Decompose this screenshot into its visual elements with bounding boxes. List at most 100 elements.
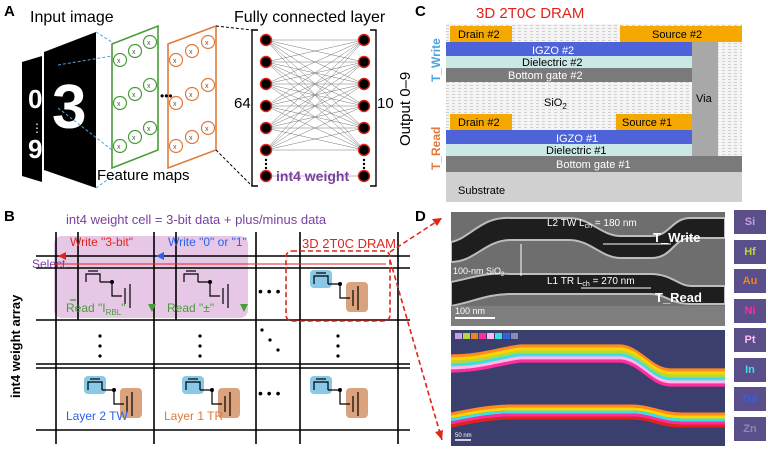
digit-9: 9 — [28, 134, 42, 164]
bottom-gate-2-label: Bottom gate #2 — [508, 70, 583, 82]
tem-scale-label: 100 nm — [455, 306, 485, 316]
fc-neuron — [357, 77, 371, 91]
write-01-label: Write "0" or "1" — [168, 235, 247, 249]
feature-node-label: x — [117, 58, 121, 65]
fc-layer-network — [251, 29, 377, 187]
dram-highlight-box — [285, 250, 391, 322]
read-rbl-label: Read "IRBL" — [66, 301, 125, 317]
t-read-label: T_Read — [655, 290, 702, 305]
eds-mini-swatch — [487, 333, 494, 339]
feature-node — [184, 43, 200, 59]
row-dots-1: • • • — [258, 283, 281, 299]
feature-node-label: x — [147, 40, 151, 47]
fc-neuron — [259, 77, 273, 91]
panel-label-d: D — [415, 208, 426, 225]
sio2-thickness-label: 100-nm SiO2 — [453, 266, 505, 278]
via — [692, 42, 718, 156]
feature-node-label: x — [147, 126, 151, 133]
input-image-0 — [22, 56, 42, 182]
fc-layer-label: Fully connected layer — [234, 9, 386, 26]
write-transistor — [313, 381, 329, 390]
input-image-3 — [44, 32, 96, 188]
feature-node — [200, 77, 216, 93]
feature-node-label: x — [132, 135, 136, 142]
source-1-label: Source #1 — [622, 117, 672, 129]
feature-node — [168, 52, 184, 68]
element-tile-si: Si — [734, 210, 766, 234]
bottom-gate-1 — [446, 156, 742, 172]
via-label: Via — [696, 93, 713, 105]
feature-node — [127, 86, 143, 102]
dram-label: 3D 2T0C DRAM — [302, 236, 396, 251]
sio2-label: SiO2 — [544, 97, 567, 111]
panel-label-b: B — [4, 208, 15, 225]
eds-mini-swatch — [455, 333, 462, 339]
source-2-label: Source #2 — [652, 29, 702, 41]
tw-transistor-box — [84, 376, 106, 394]
array-cells — [58, 252, 368, 418]
eds-mini-swatch — [463, 333, 470, 339]
tem-image: L2 TW Lch = 180 nm T_Write 100-nm SiO2 L… — [451, 212, 725, 326]
int4-weight-label: int4 weight — [276, 168, 349, 184]
substrate-label: Substrate — [458, 185, 505, 197]
feature-node — [127, 129, 143, 145]
igzo-1-label: IGZO #1 — [556, 133, 598, 145]
bottom-gate-1-label: Bottom gate #1 — [556, 159, 631, 171]
fc-neuron — [259, 33, 273, 47]
fc-neuron — [357, 143, 371, 157]
output-count: 10 — [377, 95, 394, 112]
source-1 — [616, 114, 692, 130]
igzo-2 — [446, 42, 692, 56]
tw-transistor-box — [182, 376, 204, 394]
element-tile-pt: Pt — [734, 328, 766, 352]
eds-mini-swatch — [471, 333, 478, 339]
feature-node-label: x — [117, 144, 121, 151]
source-2 — [620, 26, 742, 42]
weight-cell-title: int4 weight cell = 3-bit data + plus/min… — [66, 212, 327, 227]
element-tile-hf: Hf — [734, 239, 766, 264]
feature-node-label: x — [173, 58, 177, 65]
feature-node — [112, 138, 128, 154]
l2-label: L2 TW Lch = 180 nm — [547, 218, 637, 230]
feature-node-label: x — [205, 40, 209, 47]
input-dots: ⋮ — [31, 121, 43, 135]
fc-neuron — [357, 33, 371, 47]
panel-label-a: A — [4, 3, 15, 20]
array-grid — [36, 232, 410, 444]
fc-neuron — [357, 99, 371, 113]
feature-node-label: x — [117, 101, 121, 108]
element-tile-ni: Ni — [734, 298, 766, 323]
feature-node — [142, 77, 158, 93]
panel-b-diagram: int4 weight cell = 3-bit data + plus/min… — [8, 212, 410, 444]
zoom-arrows — [389, 217, 443, 441]
element-tile-zn: Zn — [734, 416, 766, 441]
fc-neuron — [259, 143, 273, 157]
dram-title: 3D 2T0C DRAM — [476, 5, 584, 22]
write-transistor — [313, 275, 329, 284]
igzo-1 — [446, 130, 692, 144]
fc-neuron — [259, 55, 273, 69]
element-tile-in: In — [734, 357, 766, 382]
drain-1-label: Drain #2 — [458, 117, 500, 129]
feature-node-label: x — [205, 83, 209, 90]
eds-mini-swatch — [503, 333, 510, 339]
input-image-label: Input image — [30, 9, 114, 26]
write-transistor — [87, 381, 103, 390]
feature-node-label: x — [205, 126, 209, 133]
eds-map: 50 nm — [451, 330, 725, 446]
eds-mini-swatch — [479, 333, 486, 339]
eds-mini-legend — [455, 333, 518, 339]
read-pm-label: Read "±" — [167, 301, 214, 315]
dielectric-2-label: Dielectric #2 — [522, 57, 583, 69]
fc-neuron — [259, 99, 273, 113]
panel-label-c: C — [415, 3, 426, 20]
feature-node — [168, 95, 184, 111]
eds-mini-swatch — [511, 333, 518, 339]
eds-mini-swatch — [495, 333, 502, 339]
feature-node — [112, 52, 128, 68]
input-count: 64 — [234, 95, 251, 112]
drain-2 — [450, 26, 512, 42]
tw-transistor-box — [310, 270, 332, 288]
